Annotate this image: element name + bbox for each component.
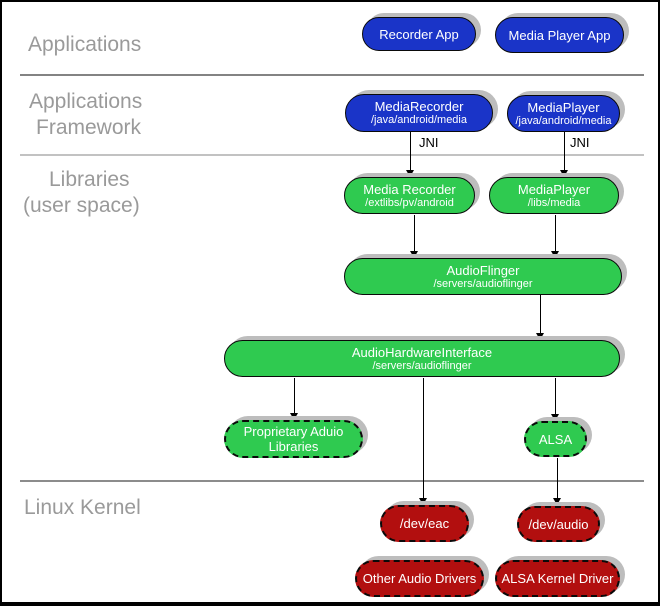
box-audiohardwareinterface: AudioHardwareInterface /servers/audiofli…	[224, 340, 620, 377]
box-alsa-kernel-driver: ALSA Kernel Driver	[495, 560, 620, 597]
arrow-player-to-audioflinger	[551, 215, 560, 258]
box-title: MediaPlayer	[517, 181, 591, 197]
box-path: /servers/audioflinger	[433, 277, 533, 290]
box-path: /java/android/media	[515, 114, 612, 127]
box-title: MediaRecorder	[374, 99, 464, 114]
box-recorder-app: Recorder App	[362, 17, 476, 51]
arrow-hwinterface-to-alsa	[551, 378, 560, 421]
arrow-hwinterface-to-proprietary	[290, 378, 299, 420]
box-path: /extlibs/pv/android	[365, 196, 454, 209]
divider-framework	[20, 154, 644, 156]
box-title-line: Proprietary Aduio	[243, 424, 344, 439]
box-path: /servers/audioflinger	[372, 359, 472, 372]
jni-label-left: JNI	[419, 135, 439, 150]
box-title: ALSA Kernel Driver	[501, 571, 614, 586]
layer-label-applications-framework: Applications Framework	[29, 89, 142, 141]
layer-label-line: Framework	[36, 116, 142, 139]
box-title: Recorder App	[379, 26, 459, 42]
box-title: ALSA	[538, 431, 573, 447]
layer-label-line: Libraries	[49, 168, 130, 191]
box-mediarecorder-framework: MediaRecorder /java/android/media	[345, 94, 493, 132]
box-title: Media Player App	[508, 27, 611, 43]
layer-label-linux-kernel: Linux Kernel	[24, 496, 141, 519]
box-media-recorder-lib: Media Recorder /extlibs/pv/android	[344, 177, 475, 214]
box-dev-eac: /dev/eac	[380, 505, 469, 542]
box-title: MediaPlayer	[527, 99, 600, 115]
box-title: Media Recorder	[363, 181, 456, 197]
box-title-line: Libraries	[268, 439, 319, 454]
box-title: Other Audio Drivers	[362, 571, 477, 586]
box-mediaplayer-lib: MediaPlayer /libs/media	[489, 177, 619, 214]
box-title: AudioFlinger	[446, 262, 520, 278]
jni-label-right: JNI	[570, 135, 590, 150]
divider-applications	[20, 74, 644, 76]
box-media-player-app: Media Player App	[495, 17, 624, 53]
box-alsa: ALSA	[524, 421, 587, 457]
arrow-jni-mediarecorder	[406, 132, 415, 177]
layer-label-line: Applications	[29, 90, 143, 113]
box-proprietary-audio-libraries: Proprietary Aduio Libraries	[224, 420, 363, 458]
divider-kernel	[20, 480, 644, 482]
box-other-audio-drivers: Other Audio Drivers	[355, 560, 484, 597]
box-path: /java/android/media	[370, 114, 467, 126]
layer-label-libraries: Libraries (user space)	[23, 167, 140, 219]
arrow-jni-mediaplayer	[560, 132, 569, 177]
layer-label-applications: Applications	[28, 33, 142, 56]
box-path: /libs/media	[527, 196, 581, 209]
arrow-recorder-to-audioflinger	[410, 215, 419, 258]
arrow-alsa-to-dev-audio	[553, 458, 562, 505]
layer-label-line: (user space)	[23, 194, 140, 217]
box-mediaplayer-framework: MediaPlayer /java/android/media	[507, 95, 620, 132]
box-dev-audio: /dev/audio	[517, 506, 600, 542]
arrow-hwinterface-to-dev-eac	[419, 378, 428, 505]
box-title: AudioHardwareInterface	[351, 344, 493, 360]
box-title: /dev/audio	[528, 516, 589, 532]
arrow-audioflinger-to-hwinterface	[536, 295, 545, 340]
box-title: /dev/eac	[399, 516, 450, 531]
box-audioflinger: AudioFlinger /servers/audioflinger	[344, 258, 622, 295]
